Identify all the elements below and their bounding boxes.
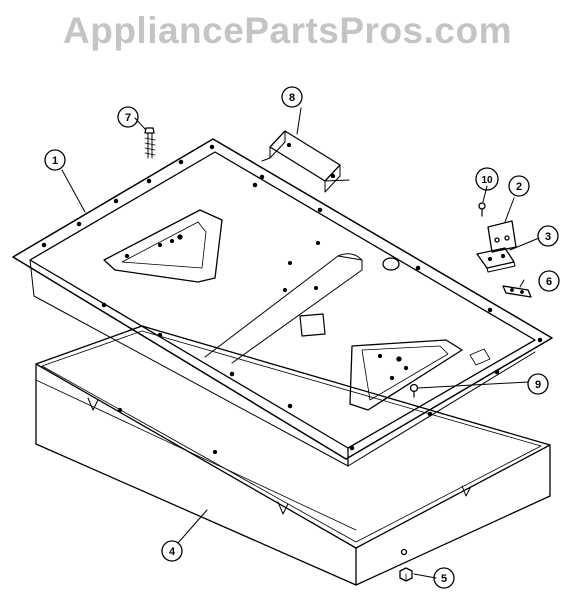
callout-9: 9 (527, 373, 549, 395)
watermark: AppliancePartsPros.com (63, 10, 512, 51)
callout-3: 3 (537, 225, 559, 247)
callout-8: 8 (281, 86, 303, 108)
svg-text:6: 6 (546, 276, 552, 288)
svg-text:5: 5 (441, 573, 447, 585)
svg-text:2: 2 (516, 181, 522, 193)
main-top-panel (12, 138, 553, 467)
screw (144, 127, 156, 159)
callout-4: 4 (161, 540, 183, 562)
svg-text:7: 7 (125, 112, 131, 124)
svg-text:3: 3 (545, 231, 551, 243)
support-bracket (261, 130, 350, 193)
hinge (476, 247, 516, 273)
burner-box (35, 325, 551, 586)
hinge-bracket (487, 220, 517, 253)
small-screw (409, 383, 419, 398)
callout-7: 7 (117, 106, 139, 128)
svg-text:4: 4 (169, 546, 176, 558)
hinge-screw (478, 202, 486, 217)
svg-text:1: 1 (52, 155, 58, 167)
svg-text:10: 10 (481, 175, 493, 186)
callout-1: 1 (44, 149, 66, 171)
svg-text:8: 8 (289, 92, 295, 104)
callout-2: 2 (508, 175, 530, 197)
callout-6: 6 (538, 270, 560, 292)
svg-text:9: 9 (535, 379, 541, 391)
nut (399, 567, 413, 582)
spacer-strip (502, 285, 532, 298)
callout-5: 5 (433, 567, 455, 589)
callout-10: 10 (475, 167, 499, 191)
leader-lines (61, 107, 540, 579)
